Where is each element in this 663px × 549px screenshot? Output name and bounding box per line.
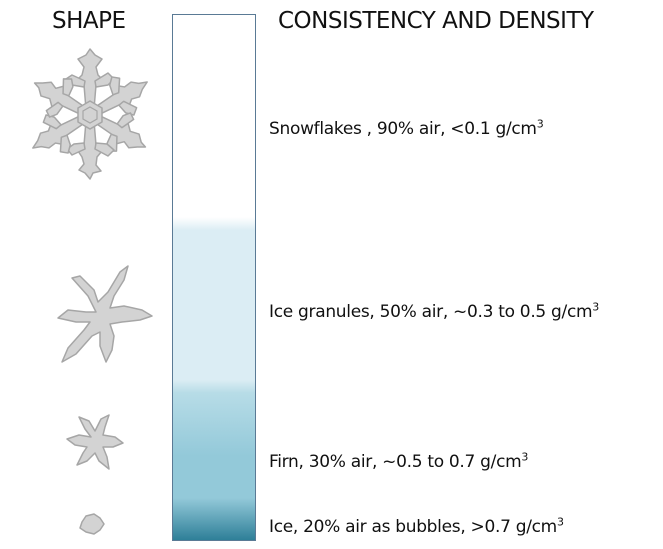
stage-text: Ice granules, 50% air, ~0.3 to 0.5 g/cm	[269, 302, 593, 322]
snowflake-icon	[32, 48, 148, 180]
stage-label-ice-granules: Ice granules, 50% air, ~0.3 to 0.5 g/cm3	[269, 300, 599, 322]
stage-text: Firn, 30% air, ~0.5 to 0.7 g/cm	[269, 452, 522, 472]
stage-text: Ice, 20% air as bubbles, >0.7 g/cm	[269, 517, 557, 537]
stage-text: Snowflakes , 90% air, <0.1 g/cm	[269, 119, 537, 139]
consistency-density-header: CONSISTENCY AND DENSITY	[278, 8, 594, 34]
density-gradient-bar	[172, 14, 256, 541]
unit-superscript: 3	[556, 515, 564, 529]
stage-label-snowflakes: Snowflakes , 90% air, <0.1 g/cm3	[269, 117, 544, 139]
ice-icon	[79, 513, 105, 535]
stage-label-firn: Firn, 30% air, ~0.5 to 0.7 g/cm3	[269, 450, 529, 472]
unit-superscript: 3	[521, 450, 529, 464]
unit-superscript: 3	[536, 117, 544, 131]
stage-label-ice: Ice, 20% air as bubbles, >0.7 g/cm3	[269, 515, 564, 537]
unit-superscript: 3	[592, 300, 599, 314]
granule-icon	[57, 265, 153, 363]
firn-icon	[66, 414, 124, 470]
shape-header: SHAPE	[52, 8, 126, 34]
